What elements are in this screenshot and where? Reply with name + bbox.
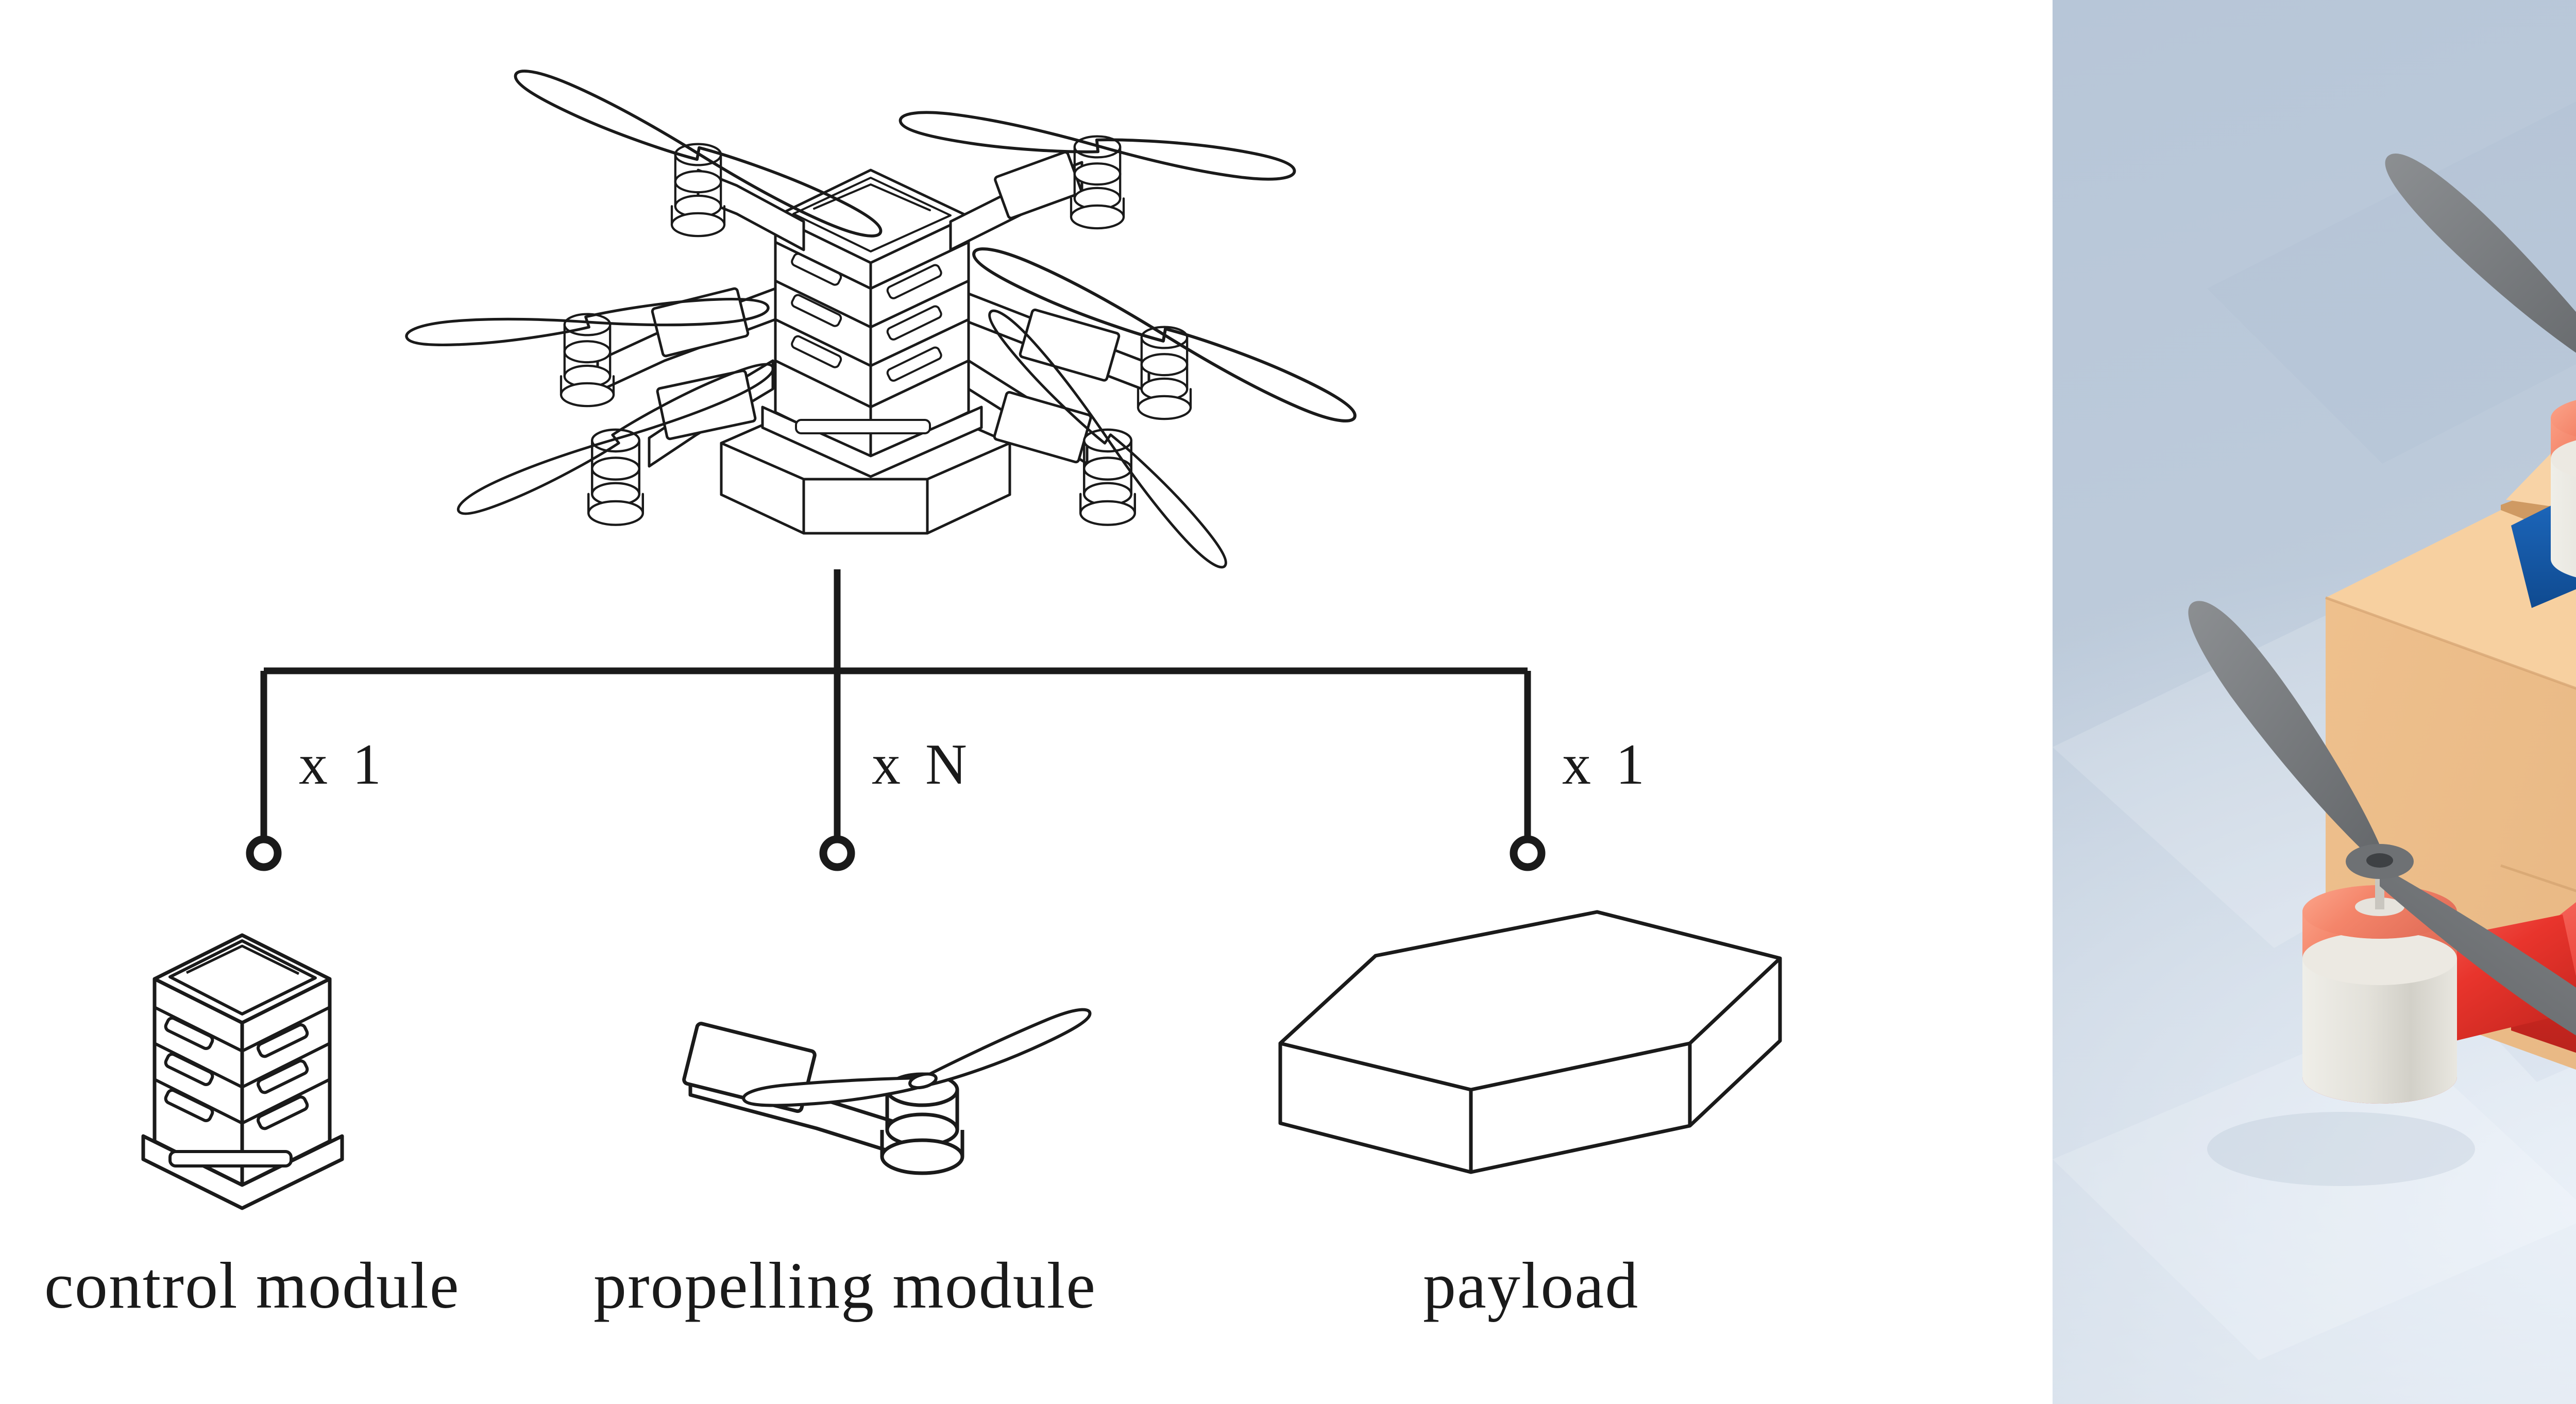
quantity-label-payload: x 1 bbox=[1562, 733, 1650, 797]
drone-arm-bottom-right bbox=[943, 308, 1273, 570]
decomposition-tree-nodes bbox=[246, 835, 1546, 871]
left-panel-tree-diagram: x 1 x N x 1 control module propelling mo… bbox=[44, 0, 1782, 1322]
drone-arm-rear-left bbox=[405, 223, 777, 421]
box-fold-lines bbox=[2325, 596, 2576, 892]
box-flap-front-left bbox=[2326, 510, 2576, 689]
quantity-label-control: x 1 bbox=[299, 733, 386, 797]
propeller-front-left bbox=[2385, 154, 2576, 353]
drone-arm-front-right bbox=[900, 74, 1295, 251]
arm-front-left bbox=[2385, 154, 2576, 608]
decomposition-tree-lines bbox=[260, 569, 1531, 839]
quantity-label-propelling: x N bbox=[872, 733, 972, 797]
control-module-illustration bbox=[141, 933, 344, 1210]
drone-control-module bbox=[761, 168, 983, 478]
drone-arm-rear-right bbox=[956, 247, 1372, 423]
caption-propelling-module: propelling module bbox=[594, 1249, 1097, 1322]
motor-rear-left bbox=[2302, 863, 2457, 1104]
drone-arm-front-left bbox=[499, 69, 897, 251]
arm-rear-left bbox=[2188, 601, 2576, 1186]
tree-node-propelling bbox=[819, 835, 855, 871]
drone-arm-bottom-left bbox=[455, 300, 776, 578]
motor-front-left bbox=[2551, 400, 2576, 578]
caption-payload: payload bbox=[1423, 1249, 1639, 1322]
payload-illustration bbox=[1278, 910, 1782, 1174]
right-panel-cad-render bbox=[2053, 0, 2576, 1404]
quadcopter-render bbox=[2188, 154, 2576, 1186]
assembled-drone-illustration bbox=[405, 69, 1372, 578]
left-panel-drawing bbox=[141, 0, 1782, 1210]
propelling-module-illustration bbox=[682, 1008, 1092, 1175]
propeller-rear-left bbox=[2188, 601, 2576, 1036]
caption-control-module: control module bbox=[44, 1249, 460, 1322]
tree-node-payload bbox=[1510, 835, 1546, 871]
tree-node-control bbox=[246, 835, 282, 871]
